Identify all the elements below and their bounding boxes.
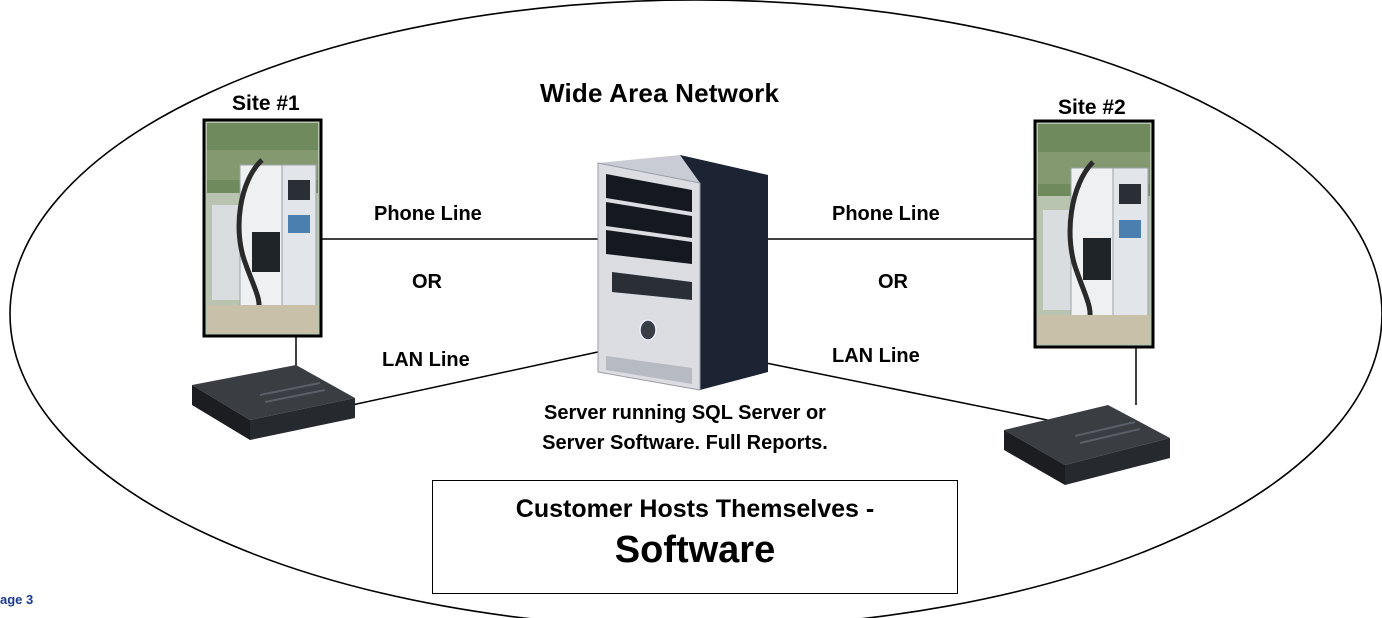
server-caption-line1: Server running SQL Server or (544, 402, 826, 424)
lan-line-right (765, 362, 1063, 424)
wan-ellipse (9, 0, 1382, 618)
left-lan-line-label: LAN Line (382, 349, 470, 371)
host-box-heading: Customer Hosts Themselves - (515, 495, 875, 523)
server-tower-icon (597, 155, 768, 391)
right-phone-line-label: Phone Line (832, 203, 940, 225)
left-phone-line-label: Phone Line (374, 203, 482, 225)
host-box-software: Software (614, 529, 776, 571)
left-or-label: OR (412, 271, 442, 293)
diagram-title: Wide Area Network (540, 78, 780, 108)
right-lan-line-label: LAN Line (832, 345, 920, 367)
fuel-pump-photo-site2 (1033, 119, 1155, 349)
site2-label: Site #2 (1058, 96, 1126, 119)
router-icon-left (192, 365, 355, 440)
right-or-label: OR (878, 271, 908, 293)
server-caption: Server running SQL Server or Server Soft… (500, 398, 870, 458)
lan-line-left (351, 349, 608, 406)
customer-hosts-box: Customer Hosts Themselves - Software (432, 480, 958, 594)
fuel-pump-photo-site1 (202, 118, 323, 338)
router-icon-right (1004, 405, 1170, 485)
server-caption-line2: Server Software. Full Reports. (542, 432, 828, 454)
page-number-label: age 3 (0, 592, 34, 607)
site1-label: Site #1 (232, 92, 300, 115)
